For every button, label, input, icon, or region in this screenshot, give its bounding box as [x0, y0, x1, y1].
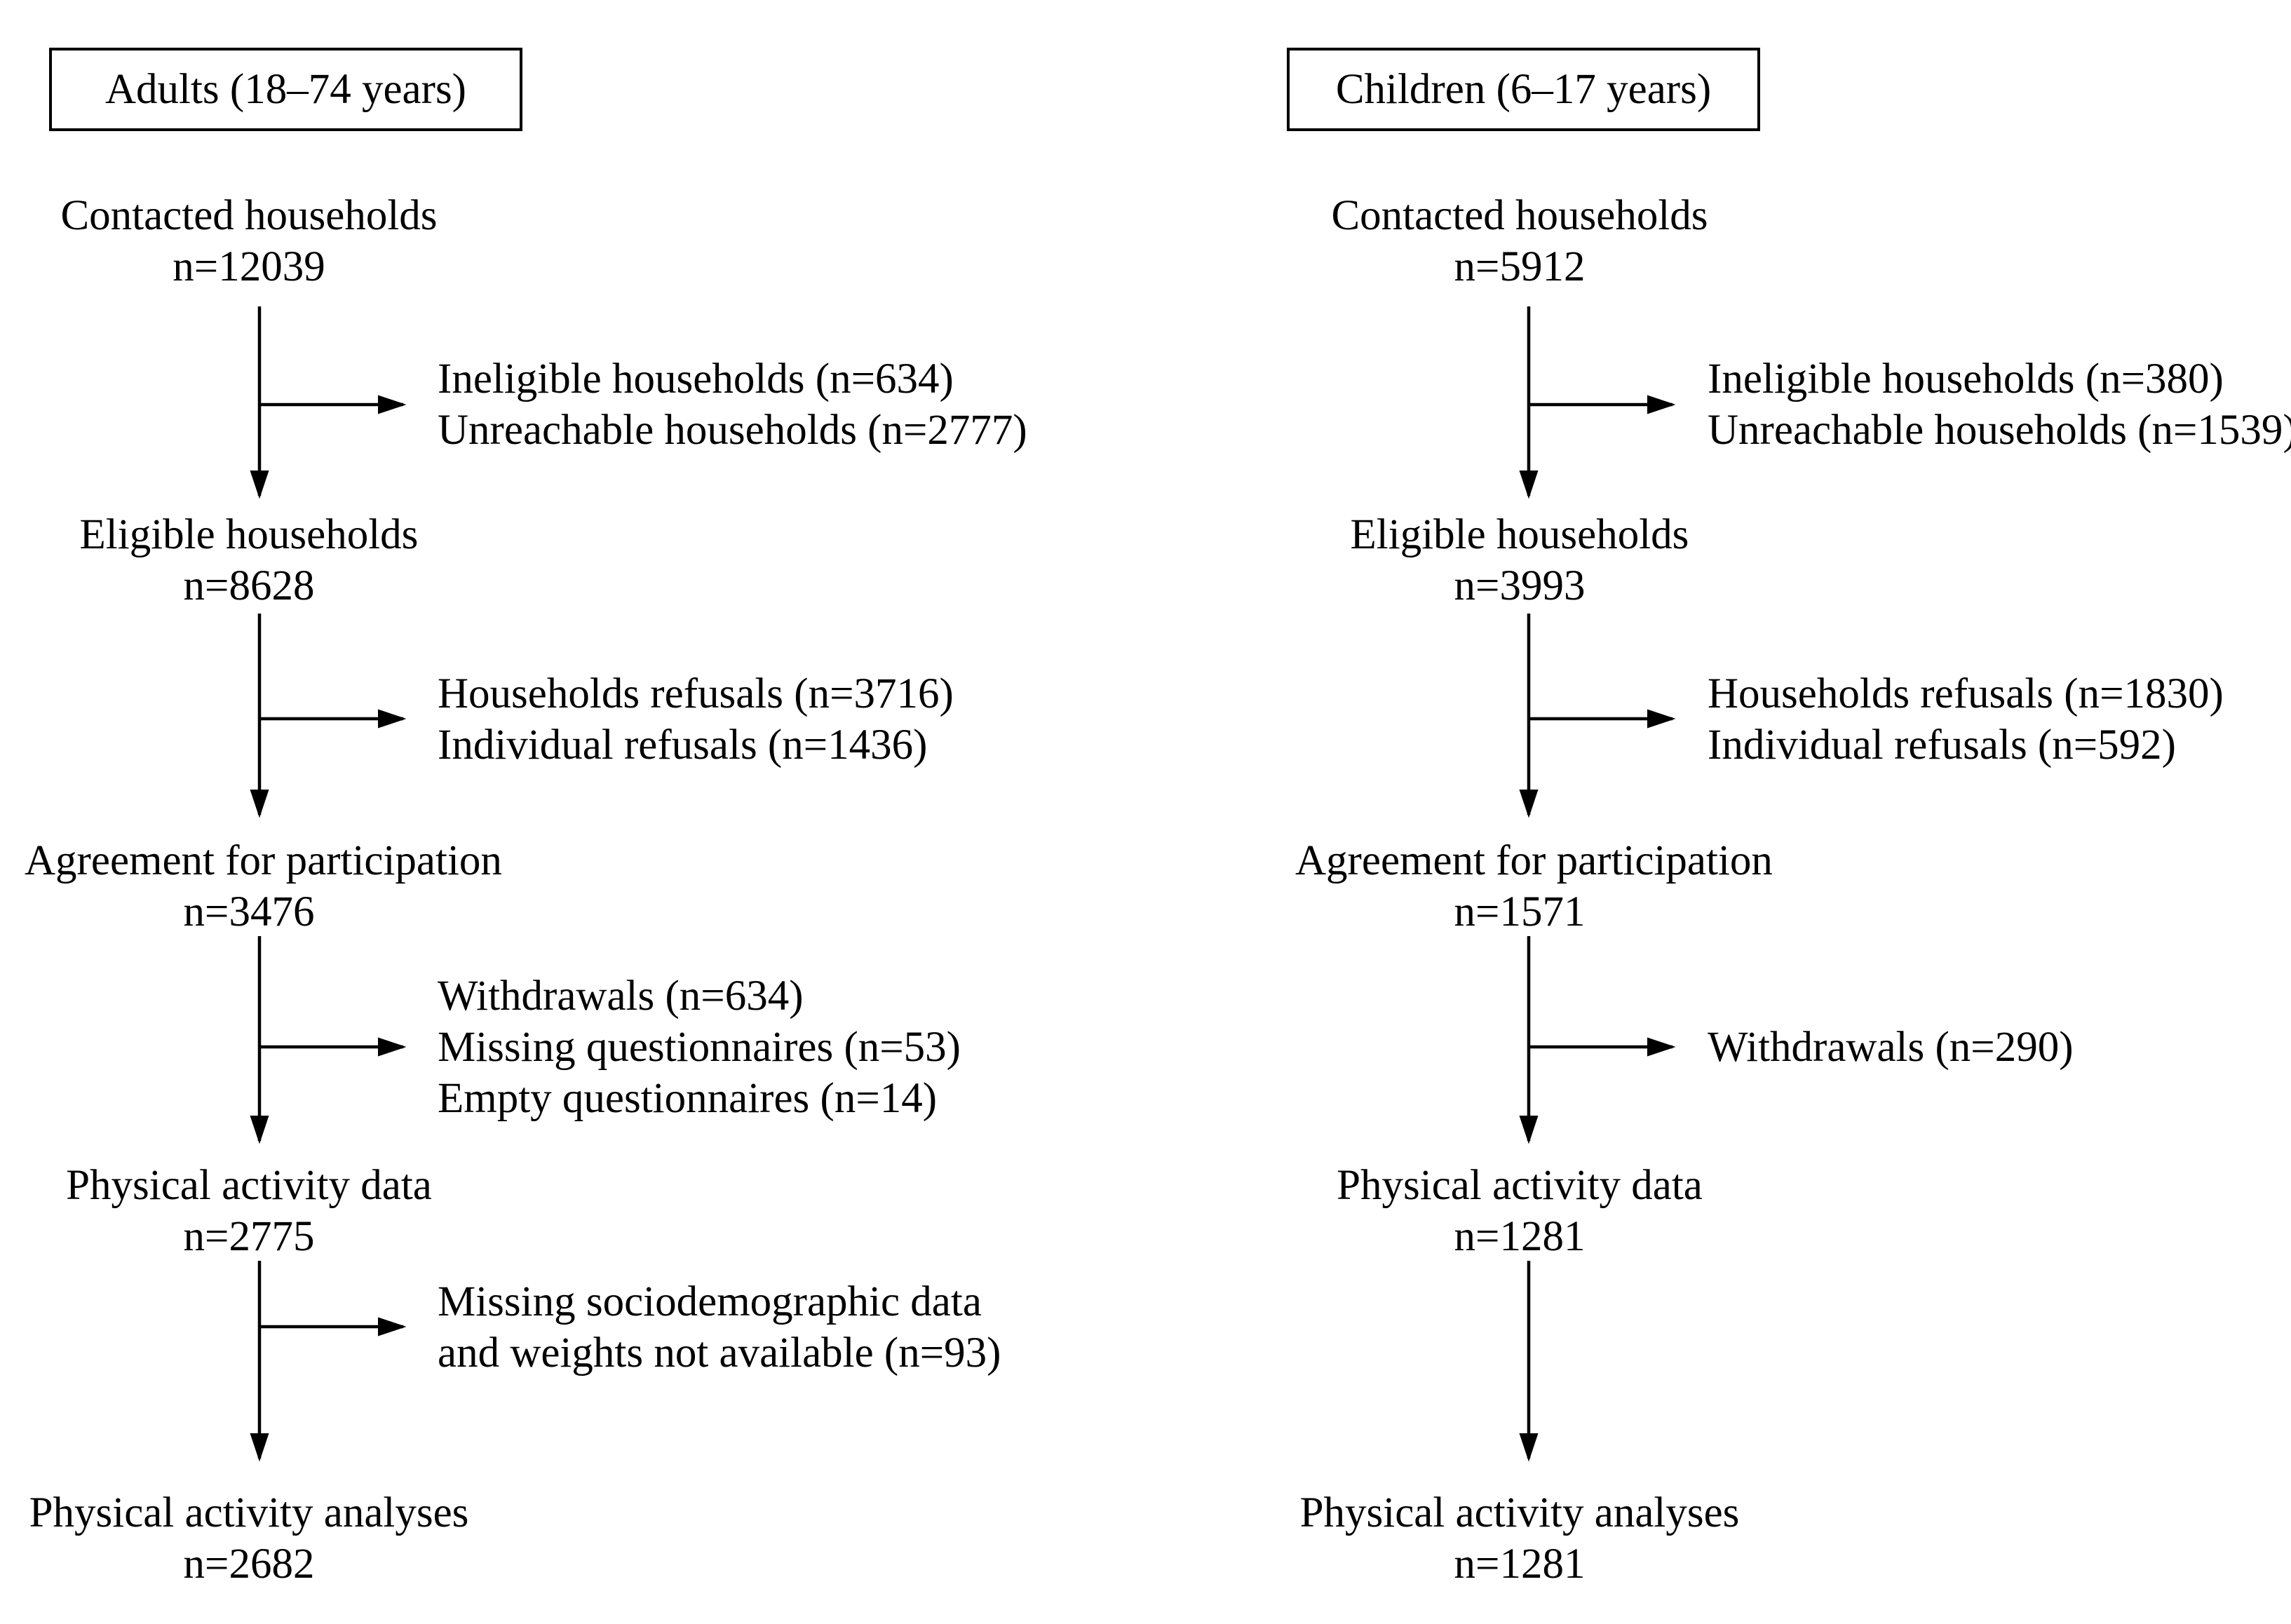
- node-label: Eligible households: [1350, 511, 1689, 558]
- branch-children-refusals: Households refusals (n=1830) Individual …: [1708, 668, 2224, 771]
- branch-line: Missing sociodemographic data: [438, 1278, 982, 1325]
- node-count: n=1281: [1454, 1541, 1586, 1588]
- node-adults-physical-activity-data: Physical activity data n=2775: [25, 1160, 473, 1262]
- branch-line: Individual refusals (n=592): [1708, 722, 2176, 769]
- children-header-box: Children (6–17 years): [1287, 48, 1760, 131]
- node-adults-eligible-households: Eligible households n=8628: [25, 509, 473, 611]
- node-label: Agreement for participation: [1295, 837, 1773, 884]
- node-count: n=2775: [183, 1213, 315, 1260]
- branch-line: Withdrawals (n=290): [1708, 1024, 2074, 1071]
- node-children-physical-activity-analyses: Physical activity analyses n=1281: [1295, 1487, 1744, 1590]
- branch-adults-refusals: Households refusals (n=3716) Individual …: [438, 668, 954, 771]
- branch-line: Withdrawals (n=634): [438, 973, 804, 1020]
- branch-line: Individual refusals (n=1436): [438, 722, 928, 769]
- branch-adults-withdrawals-missing-empty: Withdrawals (n=634) Missing questionnair…: [438, 970, 961, 1124]
- node-children-contacted-households: Contacted households n=5912: [1295, 190, 1744, 292]
- node-children-eligible-households: Eligible households n=3993: [1295, 509, 1744, 611]
- node-count: n=3993: [1454, 562, 1586, 609]
- node-adults-contacted-households: Contacted households n=12039: [25, 190, 473, 292]
- node-label: Eligible households: [79, 511, 419, 558]
- node-count: n=8628: [183, 562, 315, 609]
- children-flow-arrows: [1519, 306, 1676, 1462]
- node-count: n=2682: [183, 1541, 315, 1588]
- branch-line: Ineligible households (n=380): [1708, 356, 2224, 402]
- node-count: n=5912: [1454, 243, 1586, 290]
- node-label: Contacted households: [1331, 192, 1708, 239]
- node-label: Physical activity data: [66, 1162, 432, 1209]
- branch-line: Unreachable households (n=2777): [438, 407, 1027, 454]
- node-count: n=3476: [183, 888, 315, 935]
- node-label: Physical activity analyses: [1299, 1489, 1740, 1536]
- adults-header-label: Adults (18–74 years): [104, 66, 466, 113]
- node-adults-agreement-participation: Agreement for participation n=3476: [25, 835, 502, 938]
- branch-line: Households refusals (n=3716): [438, 670, 954, 717]
- branch-line: and weights not available (n=93): [438, 1329, 1001, 1376]
- branch-adults-ineligible-unreachable: Ineligible households (n=634) Unreachabl…: [438, 353, 1027, 456]
- adults-header-box: Adults (18–74 years): [49, 48, 522, 131]
- node-label: Agreement for participation: [25, 837, 502, 884]
- branch-line: Missing questionnaires (n=53): [438, 1024, 961, 1071]
- branch-children-ineligible-unreachable: Ineligible households (n=380) Unreachabl…: [1708, 353, 2291, 456]
- node-label: Physical activity data: [1337, 1162, 1703, 1209]
- branch-children-withdrawals: Withdrawals (n=290): [1708, 1022, 2074, 1073]
- node-label: Physical activity analyses: [29, 1489, 469, 1536]
- node-count: n=12039: [173, 243, 325, 290]
- adults-flow-arrows: [250, 306, 407, 1462]
- branch-adults-missing-sociodemographic: Missing sociodemographic data and weight…: [438, 1276, 1001, 1379]
- node-adults-physical-activity-analyses: Physical activity analyses n=2682: [25, 1487, 473, 1590]
- node-children-agreement-participation: Agreement for participation n=1571: [1295, 835, 1773, 938]
- branch-line: Empty questionnaires (n=14): [438, 1075, 938, 1122]
- branch-line: Unreachable households (n=1539): [1708, 407, 2291, 454]
- node-count: n=1281: [1454, 1213, 1586, 1260]
- node-children-physical-activity-data: Physical activity data n=1281: [1295, 1160, 1744, 1262]
- children-header-label: Children (6–17 years): [1335, 66, 1712, 113]
- node-label: Contacted households: [60, 192, 438, 239]
- node-count: n=1571: [1454, 888, 1586, 935]
- branch-line: Ineligible households (n=634): [438, 356, 954, 402]
- branch-line: Households refusals (n=1830): [1708, 670, 2224, 717]
